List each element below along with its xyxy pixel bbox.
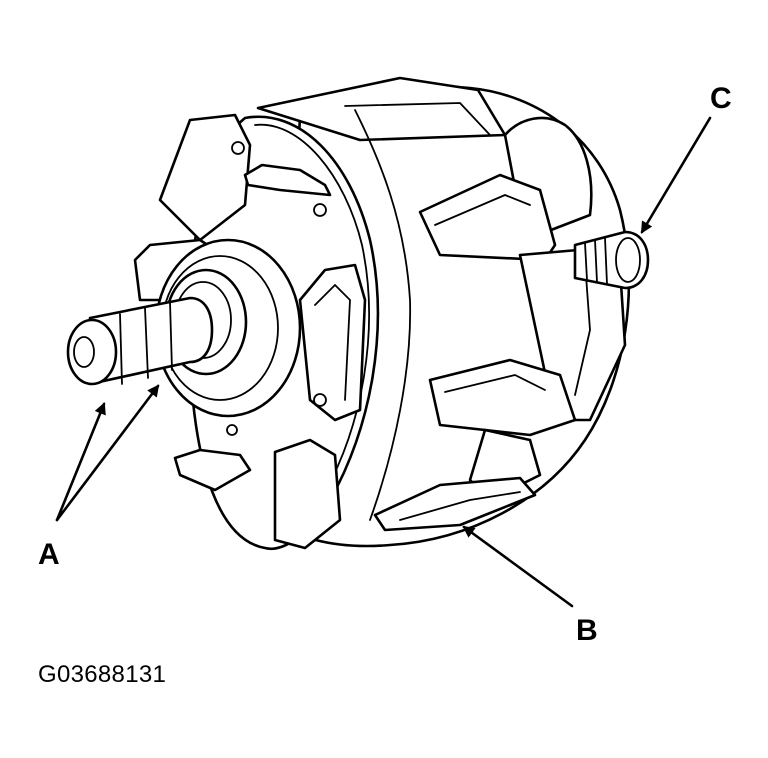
rotor-rear-shaft: [573, 230, 650, 290]
figure-id: G03688131: [38, 661, 167, 688]
arrow-a-2: [55, 384, 160, 522]
callout-label-b: B: [576, 614, 598, 647]
callout-label-c: C: [710, 82, 732, 115]
callout-label-a: A: [38, 538, 60, 571]
arrow-c: [640, 116, 712, 234]
arrow-b: [462, 525, 574, 608]
arrow-a-1: [55, 402, 106, 522]
rotor-shaft: [66, 296, 214, 386]
rotor-claw-body: [256, 76, 631, 548]
